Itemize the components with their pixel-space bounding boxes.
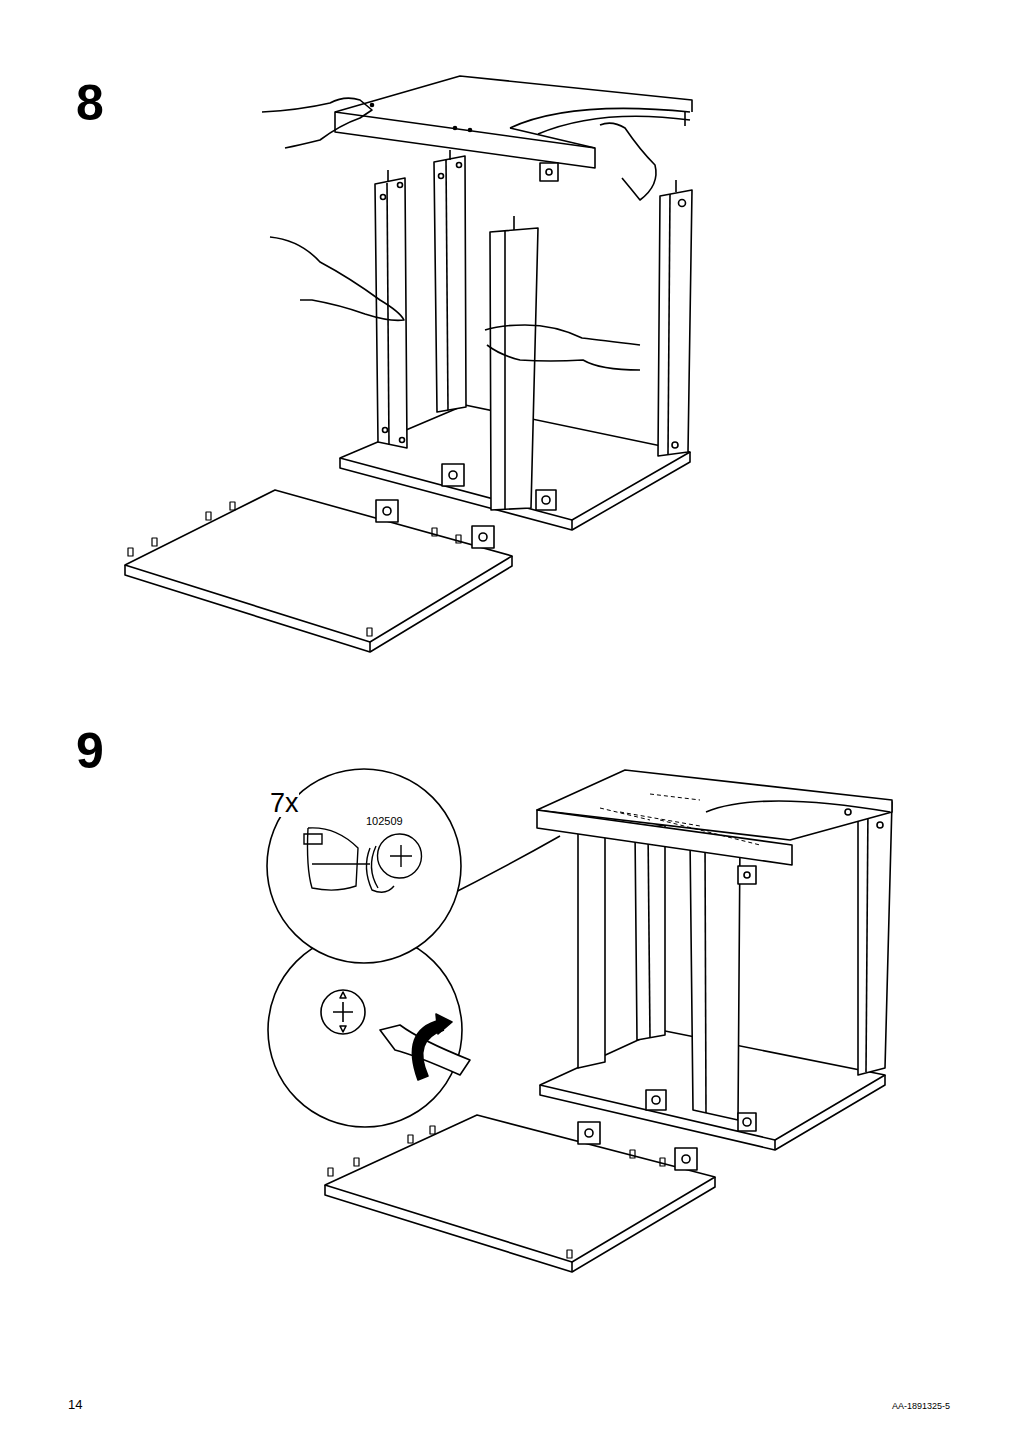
- quantity-label: 7x: [270, 790, 299, 817]
- step-9-illustration: [268, 770, 892, 1272]
- step-8-illustration: [125, 76, 692, 652]
- detail-callout-circle: 7x 102509: [266, 768, 462, 964]
- step-number: 9: [76, 726, 104, 776]
- step-number: 8: [76, 78, 104, 128]
- page-number: 14: [68, 1398, 82, 1411]
- document-code: AA-1891325-5: [892, 1402, 950, 1411]
- part-number: 102509: [366, 816, 403, 827]
